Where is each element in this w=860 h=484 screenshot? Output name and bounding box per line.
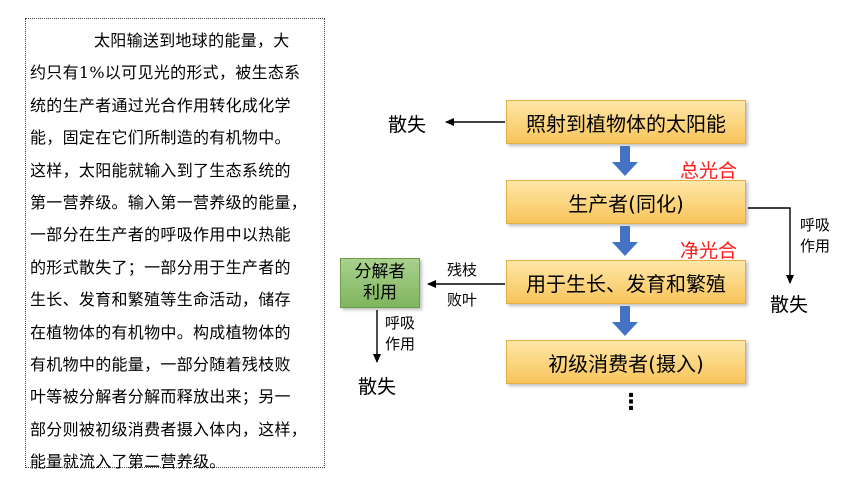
arrow-down-icon	[612, 226, 638, 256]
arrow-producer-respiration	[748, 207, 794, 284]
passage-line: 的形式散失了；一部分用于生产者的	[30, 257, 291, 277]
passage-line: 生长、发育和繁殖等生命活动，储存	[30, 290, 291, 310]
passage-line: 第一营养级。输入第一营养级的能量，	[30, 192, 308, 212]
label-litter-2: 败叶	[447, 291, 478, 309]
passage-line: 约只有1%以可见光的形式，被生态系	[30, 63, 301, 83]
box-producer: 生产者(同化)	[506, 180, 746, 224]
label-lost-left: 散失	[358, 376, 397, 398]
passage-line: 能，固定在它们所制造的有机物中。	[30, 128, 291, 148]
label-net-photosynthesis: 净光合	[680, 240, 738, 262]
label-lost-top: 散失	[388, 114, 427, 136]
label-litter-1: 残枝	[447, 261, 478, 279]
arrow-down-icon	[612, 146, 638, 176]
label-respiration-right-2: 作用	[800, 237, 831, 255]
decomposer-label-1: 分解者	[354, 262, 406, 282]
decomposer-label-2: 利用	[363, 283, 397, 303]
label-respiration-right-1: 呼吸	[800, 216, 831, 234]
passage-line: 叶等被分解者分解而释放出来；另一	[30, 387, 291, 407]
box-growth: 用于生长、发育和繁殖	[506, 260, 746, 304]
passage-box: 太阳输送到地球的能量，大 约只有1%以可见光的形式，被生态系 统的生产者通过光合…	[25, 18, 325, 471]
passage-line: 在植物体的有机物中。构成植物体的	[30, 322, 291, 342]
box-primary-consumer: 初级消费者(摄入)	[506, 340, 746, 384]
label-gross-photosynthesis: 总光合	[680, 160, 738, 182]
passage-line: 一部分在生产者的呼吸作用中以热能	[30, 225, 291, 245]
ellipsis: ⋮	[620, 390, 642, 415]
passage-line: 能量就流入了第二营养级。	[30, 452, 226, 472]
passage-line: 统的生产者通过光合作用转化成化学	[30, 95, 291, 115]
label-respiration-left-2: 作用	[385, 335, 416, 353]
box-decomposer: 分解者 利用	[340, 258, 420, 308]
box-sunlight: 照射到植物体的太阳能	[506, 100, 746, 144]
passage-line: 部分则被初级消费者摄入体内，这样，	[30, 419, 308, 439]
label-lost-right: 散失	[770, 294, 809, 316]
passage-line: 太阳输送到地球的能量，大	[94, 31, 290, 50]
arrow-down-icon	[612, 306, 638, 336]
label-respiration-left-1: 呼吸	[385, 314, 416, 332]
passage-line: 有机物中的能量，一部分随着残枝败	[30, 354, 291, 374]
passage-line: 这样，太阳能就输入到了生态系统的	[30, 160, 291, 180]
